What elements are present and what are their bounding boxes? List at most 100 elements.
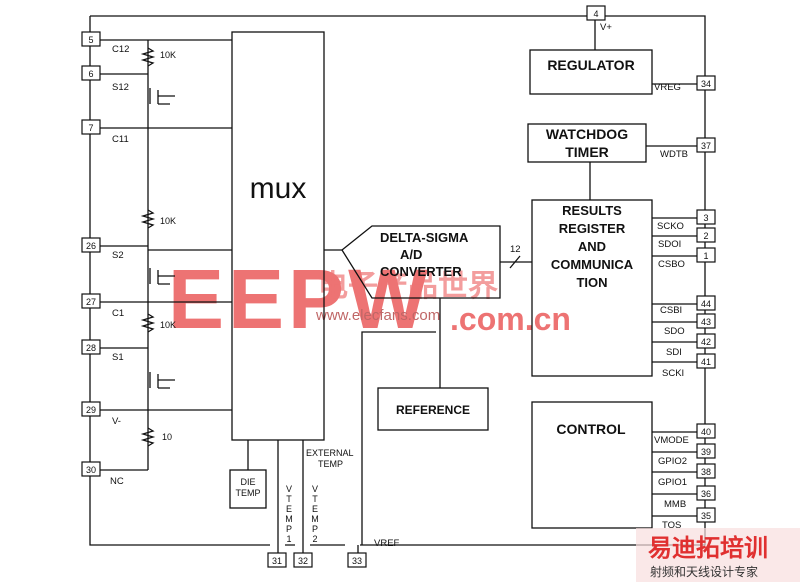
svg-text:EXTERNAL: EXTERNAL (306, 448, 354, 458)
pin-6: 6 (88, 69, 93, 79)
svg-text:A/D: A/D (400, 247, 422, 262)
label-scko: SCKO (657, 221, 684, 232)
label-c1: C1 (112, 308, 124, 319)
watermark: EEPW 电子产品世界 www.elecfans.com .com.cn (168, 252, 571, 346)
label-vreg: VREG (654, 82, 681, 93)
svg-text:RESULTS: RESULTS (562, 203, 622, 218)
svg-text:E: E (286, 504, 292, 514)
pin-4: 4 (593, 9, 598, 19)
label-csbi: CSBI (660, 305, 682, 316)
label-gpio1: GPIO1 (658, 477, 687, 488)
die-temp-label: DIE TEMP (235, 477, 260, 498)
svg-text:P: P (312, 524, 318, 534)
r3-value: 10K (160, 320, 176, 330)
outer-border (89, 15, 706, 546)
r4-value: 10 (162, 432, 172, 442)
svg-text:WATCHDOG: WATCHDOG (546, 126, 628, 142)
label-scki: SCKI (662, 368, 684, 379)
signal-labels: V+ C12 S12 C11 S2 C1 S1 V- NC VREG WDTB … (110, 22, 689, 549)
label-sdoi: SDOI (658, 239, 681, 250)
label-s2: S2 (112, 250, 124, 261)
svg-text:TEMP: TEMP (318, 459, 343, 469)
svg-text:2: 2 (312, 534, 317, 544)
pin-41: 41 (701, 357, 711, 367)
watermark-logo: EEPW (168, 252, 431, 346)
pin-7: 7 (88, 123, 93, 133)
watermark-dotcom: .com.cn (450, 301, 571, 337)
pin-29: 29 (86, 405, 96, 415)
results-label: RESULTS REGISTER AND COMMUNICA TION (551, 203, 634, 290)
r1-value: 10K (160, 50, 176, 60)
pin-40: 40 (701, 427, 711, 437)
label-vmode: VMODE (654, 435, 689, 446)
pin-5: 5 (88, 35, 93, 45)
svg-text:M: M (285, 514, 293, 524)
pin-27: 27 (86, 297, 96, 307)
pin-31: 31 (272, 556, 282, 566)
reference-label: REFERENCE (396, 403, 470, 417)
regulator-label: REGULATOR (547, 57, 634, 73)
svg-text:V: V (286, 484, 292, 494)
label-s1: S1 (112, 352, 124, 363)
label-nc: NC (110, 476, 124, 487)
corner-watermark: 易迪拓培训 射频和天线设计专家 (636, 528, 800, 582)
pin-39: 39 (701, 447, 711, 457)
pin-30: 30 (86, 465, 96, 475)
reference-block (377, 387, 489, 431)
mux-block (231, 31, 325, 441)
resistors (140, 47, 156, 447)
vtemp1-label: V T E M P 1 (285, 484, 293, 544)
svg-text:V: V (312, 484, 318, 494)
label-tos: TOS (662, 520, 681, 531)
external-temp-label: EXTERNAL TEMP (306, 448, 354, 469)
watermark-url: www.elecfans.com (315, 307, 440, 324)
pin-36: 36 (701, 489, 711, 499)
svg-text:P: P (286, 524, 292, 534)
corner-brand: 易迪拓培训 (648, 534, 768, 562)
control-block (531, 401, 653, 529)
label-mmb: MMB (664, 499, 686, 510)
pin-2: 2 (703, 231, 708, 241)
pin-43: 43 (701, 317, 711, 327)
label-vref: VREF (374, 538, 400, 549)
delta-sigma-label: DELTA-SIGMA A/D CONVERTER (380, 230, 469, 279)
svg-text:DIE: DIE (240, 477, 255, 487)
circuit (89, 15, 706, 553)
label-sdi: SDI (666, 347, 682, 358)
svg-text:DELTA-SIGMA: DELTA-SIGMA (380, 230, 469, 245)
pin-32: 32 (298, 556, 308, 566)
pin-boxes (81, 5, 716, 568)
svg-text:E: E (312, 504, 318, 514)
pin-44: 44 (701, 299, 711, 309)
pin-3: 3 (703, 213, 708, 223)
label-c12: C12 (112, 44, 129, 55)
svg-text:TIMER: TIMER (565, 144, 609, 160)
pin-42: 42 (701, 337, 711, 347)
regulator-block (529, 49, 653, 95)
pin-26: 26 (86, 241, 96, 251)
pin-34: 34 (701, 79, 711, 89)
label-gpio2: GPIO2 (658, 456, 687, 467)
svg-text:TEMP: TEMP (235, 488, 260, 498)
r2-value: 10K (160, 216, 176, 226)
label-vplus: V+ (600, 22, 612, 33)
svg-text:1: 1 (286, 534, 291, 544)
svg-text:REGISTER: REGISTER (559, 221, 626, 236)
label-csbo: CSBO (658, 259, 685, 270)
svg-text:TION: TION (576, 275, 607, 290)
svg-text:M: M (311, 514, 319, 524)
pin-1: 1 (703, 251, 708, 261)
svg-text:T: T (286, 494, 292, 504)
results-block (531, 199, 653, 377)
label-sdo: SDO (664, 326, 685, 337)
watchdog-label: WATCHDOG TIMER (546, 126, 628, 160)
label-wdtb: WDTB (660, 149, 688, 160)
svg-text:AND: AND (578, 239, 606, 254)
pin-33: 33 (352, 556, 362, 566)
label-bus12: 12 (510, 244, 521, 255)
corner-tagline: 射频和天线设计专家 (650, 564, 758, 579)
vtemp2-label: V T E M P 2 (311, 484, 319, 544)
label-c11: C11 (112, 134, 129, 145)
pin-38: 38 (701, 467, 711, 477)
